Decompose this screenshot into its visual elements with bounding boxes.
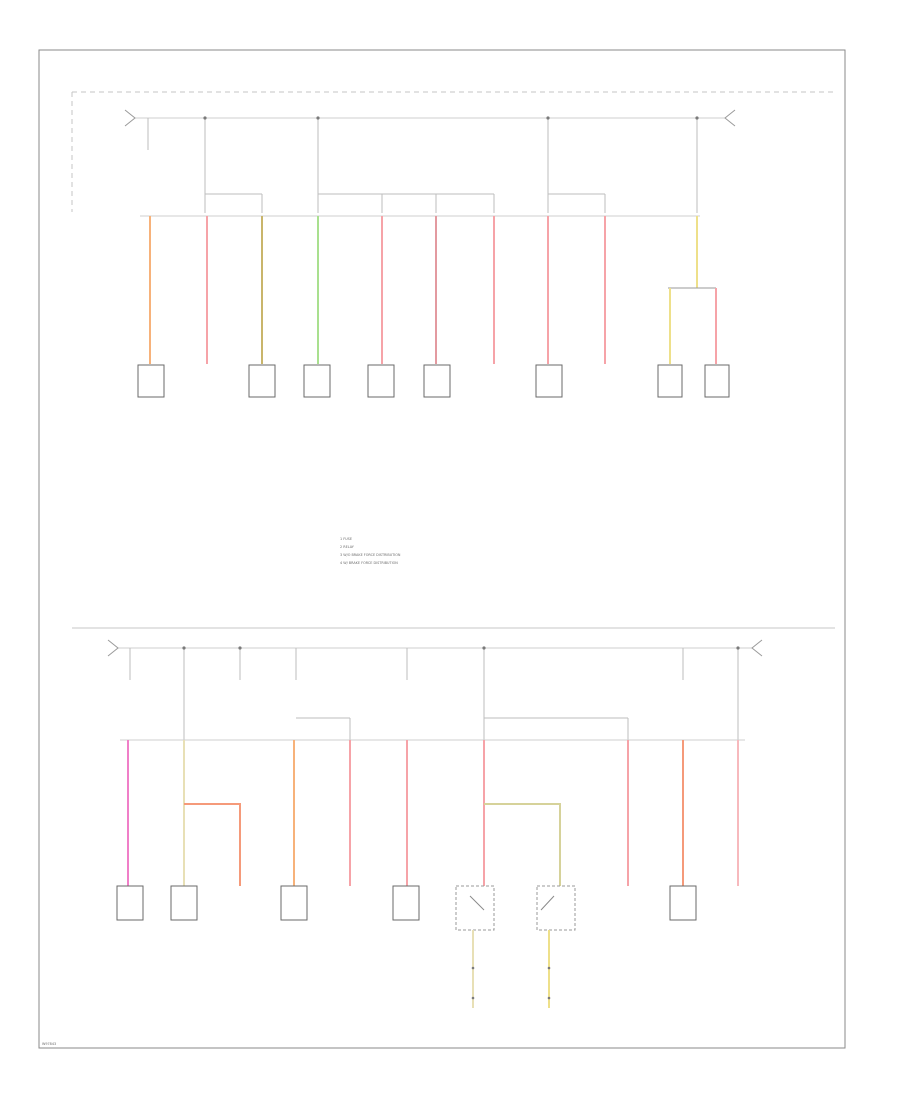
top-colored-wires xyxy=(149,216,717,364)
bottom-components xyxy=(116,885,697,921)
top-left-connector xyxy=(124,109,136,127)
top-fuse-drops xyxy=(147,116,699,213)
bottom-left-connector xyxy=(107,639,119,657)
diagram-code: W97843 xyxy=(42,1042,56,1046)
legend-line-3: 3 W/O BRAKE FORCE DISTRIBUTION xyxy=(340,553,401,557)
top-branch-buses xyxy=(140,150,700,217)
top-right-connector xyxy=(724,109,736,127)
top-components xyxy=(137,364,730,398)
top-enclosure-dashed xyxy=(71,91,835,212)
diagram-frame xyxy=(38,49,846,1049)
bottom-branch-buses xyxy=(120,717,745,741)
legend-line-4: 4 W/ BRAKE FORCE DISTRIBUTION xyxy=(340,561,398,565)
bottom-colored-wires xyxy=(127,740,739,886)
legend-line-1: 1 FUSE xyxy=(340,537,352,541)
bottom-fuse-drops xyxy=(129,646,740,740)
relay-switch-2 xyxy=(536,885,576,1008)
legend-line-2: 2 RELAY xyxy=(340,545,355,549)
bottom-power-distribution xyxy=(107,639,763,1008)
bottom-right-connector xyxy=(751,639,763,657)
top-power-distribution xyxy=(71,91,835,398)
legend: 1 FUSE 2 RELAY 3 W/O BRAKE FORCE DISTRIB… xyxy=(340,537,401,565)
relay-switch-1 xyxy=(455,885,495,1008)
